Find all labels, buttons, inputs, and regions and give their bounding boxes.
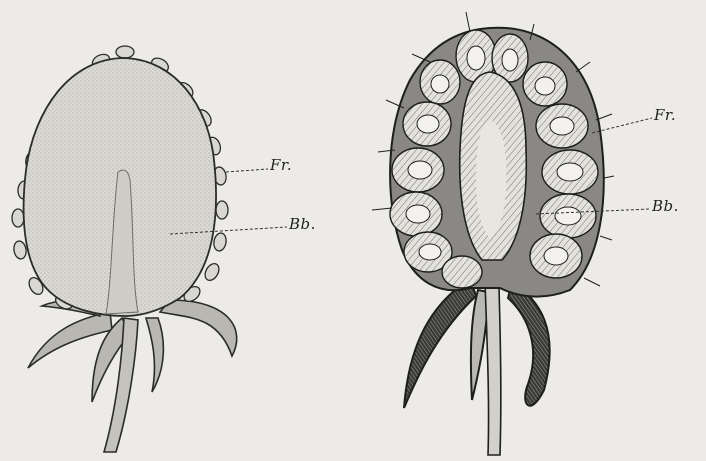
left-receptacle-label: Bb. — [289, 215, 316, 233]
right-receptacle-label: Bb. — [652, 197, 679, 215]
left-specimen — [12, 46, 237, 452]
right-specimen — [372, 12, 614, 455]
right-fruit-label: Fr. — [654, 106, 676, 124]
right-calyx — [404, 278, 550, 408]
left-fruit-label: Fr. — [270, 156, 292, 174]
